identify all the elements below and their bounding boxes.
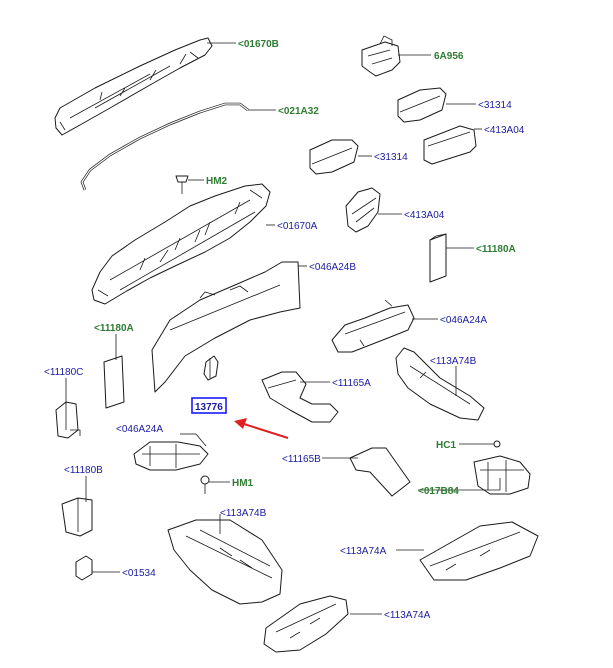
- insulator-413a04-mid-part[interactable]: [345, 187, 381, 233]
- panel-113a74b-right-part[interactable]: [395, 347, 485, 421]
- label-6a956[interactable]: 6A956: [434, 51, 464, 62]
- pad-31314-left-part[interactable]: [309, 139, 359, 175]
- label-017b84[interactable]: <017B84: [418, 486, 459, 497]
- leader-lines: [65, 42, 501, 615]
- label-113a74a-right[interactable]: <113A74A: [340, 546, 387, 557]
- red-arrow-icon: [234, 418, 289, 439]
- tray-046a24a-left-part[interactable]: [133, 441, 209, 471]
- panel-11180a-right-part[interactable]: [429, 233, 447, 283]
- weatherstrip-021a32-part[interactable]: [80, 102, 249, 191]
- label-046a24a-right[interactable]: <046A24A: [440, 315, 487, 326]
- panel-046a24a-right-part[interactable]: [331, 299, 415, 353]
- insulator-11165a-part[interactable]: [261, 371, 339, 423]
- label-413a04-mid[interactable]: <413A04: [404, 210, 445, 221]
- label-31314-top[interactable]: <31314: [478, 100, 512, 111]
- label-11180a-left[interactable]: <11180A: [94, 323, 134, 334]
- label-413a04-top[interactable]: <413A04: [484, 125, 525, 136]
- label-113a74b-bottom[interactable]: <113A74B: [220, 508, 267, 519]
- bracket-017b84-part[interactable]: [473, 455, 531, 495]
- label-113a74b-right[interactable]: <113A74B: [430, 356, 477, 367]
- panel-113a74a-bottom-part[interactable]: [263, 595, 349, 653]
- label-01670b[interactable]: <01670B: [238, 39, 279, 50]
- fastener-hm1-part[interactable]: [200, 475, 210, 494]
- label-01534[interactable]: <01534: [122, 568, 156, 579]
- selected-part-highlight-box: [191, 397, 227, 414]
- label-11165b[interactable]: <11165B: [282, 454, 321, 465]
- label-11180a-right[interactable]: <11180A: [476, 244, 516, 255]
- label-046a24b[interactable]: <046A24B: [309, 262, 356, 273]
- label-11180b[interactable]: <11180B: [64, 465, 103, 476]
- label-13776[interactable]: 13776: [195, 402, 223, 413]
- panel-113a74b-bottom-part[interactable]: [167, 519, 283, 605]
- label-01670a[interactable]: <01670A: [277, 221, 318, 232]
- panel-046a24b-part[interactable]: [151, 261, 301, 393]
- panel-11180a-left-part[interactable]: [103, 355, 125, 409]
- label-046a24a-left[interactable]: <046A24A: [116, 424, 163, 435]
- label-11180c[interactable]: <11180C: [44, 367, 83, 378]
- panel-11180b-part[interactable]: [61, 497, 93, 537]
- panel-11180c-part[interactable]: [55, 401, 81, 439]
- bracket-6a956-part[interactable]: [361, 35, 401, 77]
- label-11165a[interactable]: <11165A: [332, 378, 371, 389]
- selected-part-callout[interactable]: 13776: [191, 397, 227, 414]
- label-hc1[interactable]: HC1: [436, 440, 456, 451]
- insulator-413a04-top-part[interactable]: [423, 125, 477, 165]
- label-113a74a-bottom[interactable]: <113A74A: [384, 610, 431, 621]
- clip-01534-part[interactable]: [75, 555, 93, 581]
- trim-panel-01670a-part[interactable]: [91, 183, 271, 305]
- label-hm1[interactable]: HM1: [232, 478, 254, 489]
- pad-31314-top-part[interactable]: [397, 87, 447, 123]
- trim-panel-01670b-part[interactable]: [54, 37, 213, 136]
- label-hm2[interactable]: HM2: [206, 176, 228, 187]
- fastener-hm2-part[interactable]: [175, 175, 189, 194]
- panel-113a74a-right-part[interactable]: [419, 521, 539, 581]
- clip-hc1-part[interactable]: [493, 440, 501, 448]
- label-31314-left[interactable]: <31314: [374, 152, 408, 163]
- label-021a32[interactable]: <021A32: [278, 106, 319, 117]
- insulator-11165b-part[interactable]: [349, 447, 411, 497]
- part-13776-part[interactable]: [203, 355, 219, 381]
